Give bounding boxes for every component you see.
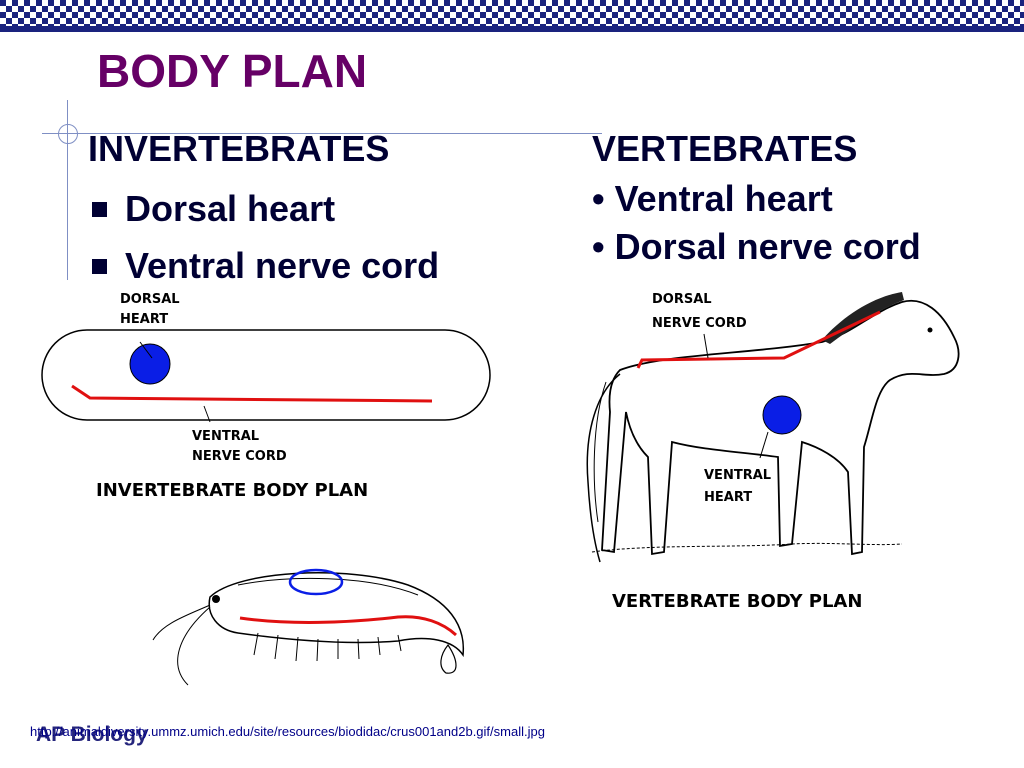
- bullet-text: Ventral heart: [614, 178, 833, 219]
- invertebrate-body-plan-diagram: DORSAL HEART VENTRAL NERVE CORD INVERTEB…: [32, 282, 496, 512]
- vertical-rule: [67, 100, 68, 280]
- label-dorsal: DORSAL: [120, 292, 180, 307]
- shrimp-antennae: [152, 604, 211, 686]
- dot-bullet-icon: •: [592, 178, 605, 219]
- square-bullet-icon: [92, 258, 107, 274]
- invertebrate-bullet-1: Dorsal heart: [92, 188, 335, 230]
- horse-tail: [586, 373, 621, 563]
- bullet-text: Ventral nerve cord: [125, 245, 440, 286]
- vertebrate-bullet-1: • Ventral heart: [592, 178, 833, 220]
- source-link[interactable]: http://animaldiversity.ummz.umich.edu/si…: [30, 724, 545, 739]
- bullet-text: Dorsal nerve cord: [614, 226, 921, 267]
- shrimp-carapace-line: [237, 577, 419, 596]
- shrimp-tail: [440, 643, 457, 674]
- horizontal-rule: [42, 133, 602, 134]
- label-ventral: VENTRAL: [704, 468, 771, 483]
- dorsal-heart-shape: [129, 343, 171, 385]
- shrimp-nerve-cord-shape: [239, 615, 458, 637]
- shrimp-legs: [253, 632, 402, 662]
- nerve-pointer-line: [203, 405, 211, 423]
- nerve-pointer-line: [703, 333, 709, 359]
- label-heart: HEART: [704, 490, 752, 505]
- body-outline: [41, 329, 491, 421]
- slide-title: BODY PLAN: [97, 45, 368, 97]
- crosshair-circle: [58, 124, 78, 144]
- ventral-heart-shape: [762, 395, 802, 435]
- dorsal-nerve-cord-shape: [636, 310, 881, 369]
- invertebrate-caption: INVERTEBRATE BODY PLAN: [96, 480, 368, 501]
- vertebrate-bullet-2: • Dorsal nerve cord: [592, 226, 921, 268]
- heart-pointer-line: [759, 431, 769, 459]
- top-checker-band: [0, 0, 1024, 26]
- shrimp-heart-shape: [288, 568, 344, 596]
- square-bullet-icon: [92, 201, 107, 217]
- dot-bullet-icon: •: [592, 226, 605, 267]
- shrimp-body-outline: [208, 572, 465, 658]
- shrimp-drawing: [152, 568, 465, 686]
- course-footer: AP Biology: [36, 723, 148, 746]
- label-nerve-cord: NERVE CORD: [652, 316, 747, 331]
- invertebrates-heading: INVERTEBRATES: [88, 128, 390, 169]
- label-heart: HEART: [120, 312, 168, 327]
- ground-shading: [591, 542, 903, 553]
- vertebrates-heading: VERTEBRATES: [592, 128, 858, 169]
- horse-tail-strands: [593, 381, 607, 523]
- bullet-text: Dorsal heart: [125, 188, 336, 229]
- horse-eye: [927, 327, 933, 333]
- label-nerve-cord: NERVE CORD: [192, 449, 287, 464]
- vertebrate-body-plan-diagram: DORSAL NERVE CORD VENTRAL HEART VERTEBRA…: [572, 282, 992, 617]
- top-band-line: [0, 26, 1024, 32]
- ventral-nerve-cord-shape: [71, 384, 433, 403]
- label-dorsal: DORSAL: [652, 292, 712, 307]
- vertebrate-caption: VERTEBRATE BODY PLAN: [612, 591, 862, 612]
- shrimp-eye: [212, 595, 220, 603]
- invertebrate-bullet-2: Ventral nerve cord: [92, 245, 439, 287]
- heart-pointer-line: [139, 341, 153, 359]
- label-ventral: VENTRAL: [192, 429, 259, 444]
